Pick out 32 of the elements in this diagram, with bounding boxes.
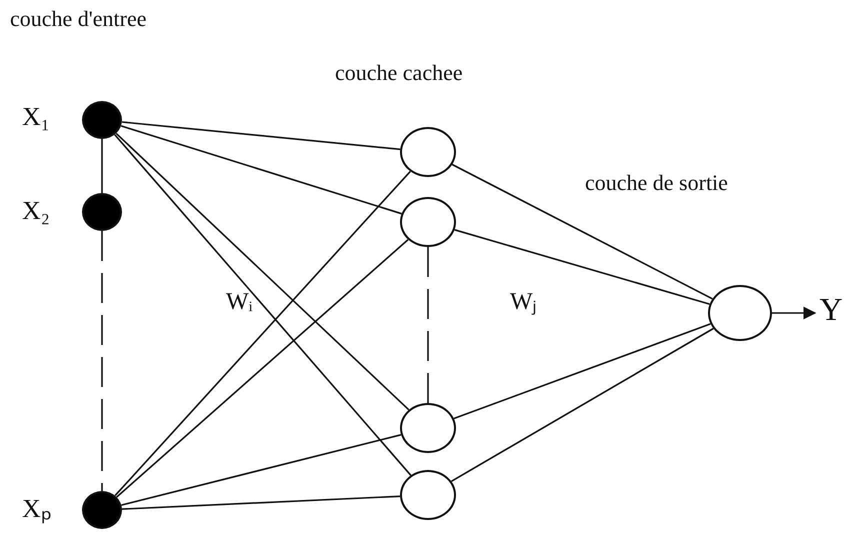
connection-line bbox=[116, 239, 409, 498]
connection-line bbox=[101, 139, 103, 193]
input-neuron bbox=[82, 193, 122, 231]
connection-line bbox=[116, 132, 410, 410]
connection-line bbox=[122, 121, 400, 150]
connection-line bbox=[454, 229, 710, 305]
connection-line bbox=[451, 328, 714, 482]
layer-label: couche cachee bbox=[335, 62, 463, 84]
input-label: Xₚ bbox=[22, 496, 51, 522]
input-neuron bbox=[82, 101, 122, 139]
input-label: X₂ bbox=[22, 198, 50, 224]
connection-line bbox=[114, 170, 411, 496]
connection-line bbox=[122, 496, 400, 510]
dashed-line bbox=[101, 231, 103, 491]
neuron-circle bbox=[400, 470, 456, 520]
connection-line bbox=[114, 134, 412, 476]
output-label: Y bbox=[815, 293, 847, 333]
arrow bbox=[772, 306, 816, 320]
connection-line bbox=[121, 434, 402, 506]
dashed-line bbox=[427, 247, 429, 403]
neuron-circle bbox=[400, 127, 456, 177]
connection-line bbox=[452, 164, 713, 300]
weight-label: Wⱼ bbox=[510, 290, 537, 314]
layer-label: couche de sortie bbox=[585, 172, 728, 194]
input-label: X₁ bbox=[22, 104, 50, 130]
layer-label: couche d'entree bbox=[10, 8, 146, 30]
neuron-circle bbox=[400, 403, 456, 453]
connection-line bbox=[454, 323, 711, 420]
connection-line bbox=[120, 125, 402, 214]
neuron-circle bbox=[400, 197, 456, 247]
input-neuron bbox=[82, 491, 122, 529]
weight-label: Wᵢ bbox=[226, 290, 253, 314]
